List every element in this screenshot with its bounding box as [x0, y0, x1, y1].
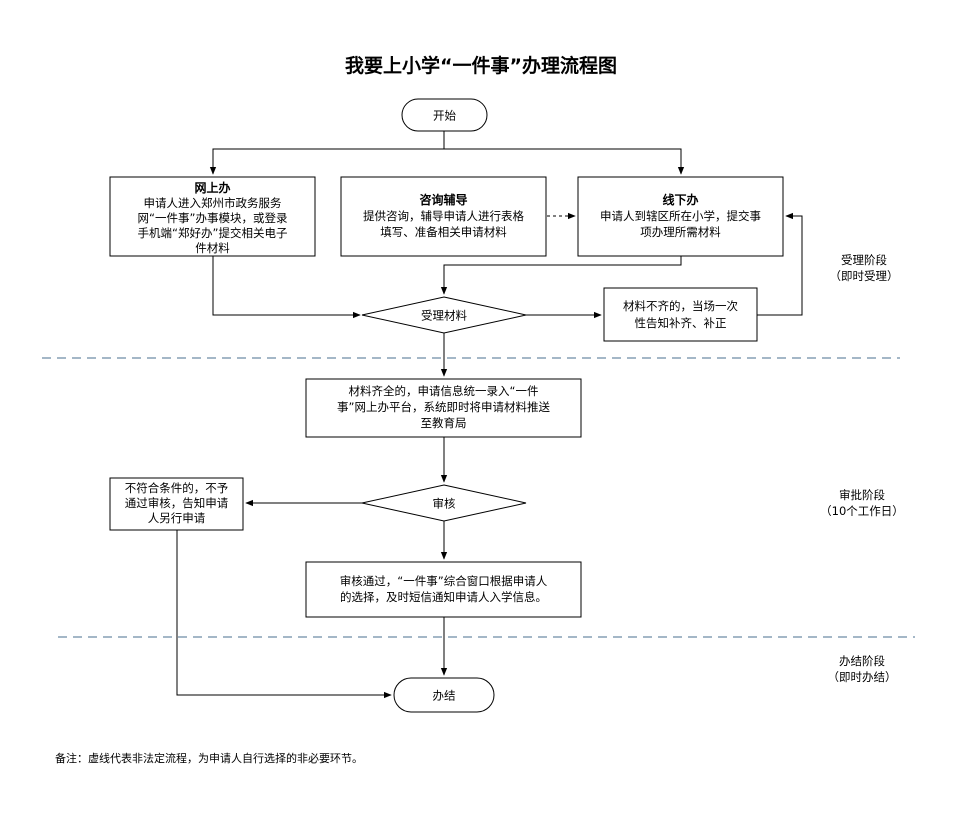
incomplete-box: 材料不齐的，当场一次 性告知补齐、补正 [603, 287, 758, 342]
online-line-4: 件材料 [195, 241, 230, 255]
review-decision: 审核 [361, 484, 527, 522]
stage-1-name: 受理阶段 [841, 253, 887, 267]
footnote: 备注：虚线代表非法定流程，为申请人自行选择的非必要环节。 [55, 751, 363, 765]
stage-2-name: 审批阶段 [839, 488, 885, 502]
reject-line-1: 不符合条件的，不予 [125, 481, 229, 495]
offline-line-2: 项办理所需材料 [640, 225, 721, 239]
end-label: 办结 [433, 689, 456, 703]
online-title: 网上办 [194, 180, 230, 195]
consult-line-2: 填写、准备相关申请材料 [380, 225, 507, 239]
offline-title: 线下办 [662, 192, 698, 207]
stage-2-sub: （10个工作日） [820, 504, 904, 518]
complete-line-3: 至教育局 [421, 416, 467, 430]
start-node: 开始 [401, 98, 488, 132]
online-box: 网上办 申请人进入郑州市政务服务 网“一件事”办事模块，或登录 手机端“郑好办”… [109, 176, 316, 257]
approve-box: 审核通过，“一件事”综合窗口根据申请人 的选择，及时短信通知申请人入学信息。 [305, 561, 582, 618]
reject-line-3: 人另行申请 [148, 511, 206, 525]
complete-box: 材料齐全的，申请信息统一录入“一件 事”网上办平台，系统即时将申请材料推送 至教… [305, 378, 582, 438]
online-line-2: 网“一件事”办事模块，或登录 [138, 211, 288, 225]
incomplete-line-1: 材料不齐的，当场一次 [623, 299, 738, 313]
arrow-incomplete-offline [757, 212, 803, 316]
accept-label: 受理材料 [421, 309, 467, 323]
complete-line-1: 材料齐全的，申请信息统一录入“一件 [349, 384, 539, 398]
accept-decision: 受理材料 [361, 296, 527, 334]
offline-box: 线下办 申请人到辖区所在小学，提交事 项办理所需材料 [577, 176, 784, 257]
page-title: 我要上小学“一件事”办理流程图 [345, 54, 617, 77]
complete-line-2: 事”网上办平台，系统即时将申请材料推送 [337, 400, 550, 414]
arrow-start-offline [444, 148, 685, 175]
online-line-3: 手机端“郑好办”提交相关电子 [138, 226, 288, 240]
arrow-start-online [209, 131, 445, 175]
offline-line-1: 申请人到辖区所在小学，提交事 [600, 209, 761, 223]
start-label: 开始 [433, 109, 456, 123]
reject-line-2: 通过审核，告知申请 [125, 496, 229, 510]
consult-line-1: 提供咨询，辅导申请人进行表格 [363, 209, 524, 223]
reject-box: 不符合条件的，不予 通过审核，告知申请 人另行申请 [109, 477, 244, 531]
review-label: 审核 [433, 497, 456, 511]
stage-3-sub: （即时办结） [828, 670, 897, 684]
stage-3-name: 办结阶段 [839, 654, 885, 668]
incomplete-line-2: 性告知补齐、补正 [635, 316, 727, 330]
arrow-offline-accept [440, 256, 682, 295]
approve-line-2: 的选择，及时短信通知申请人入学信息。 [340, 590, 547, 604]
stage-1-sub: （即时受理） [830, 269, 899, 283]
arrow-reject-end [176, 530, 392, 699]
end-node: 办结 [393, 677, 495, 713]
consult-title: 咨询辅导 [419, 192, 467, 207]
arrow-online-accept [212, 256, 361, 319]
online-line-1: 申请人进入郑州市政务服务 [144, 196, 282, 210]
consult-box: 咨询辅导 提供咨询，辅导申请人进行表格 填写、准备相关申请材料 [340, 176, 547, 257]
approve-line-1: 审核通过，“一件事”综合窗口根据申请人 [340, 574, 548, 588]
